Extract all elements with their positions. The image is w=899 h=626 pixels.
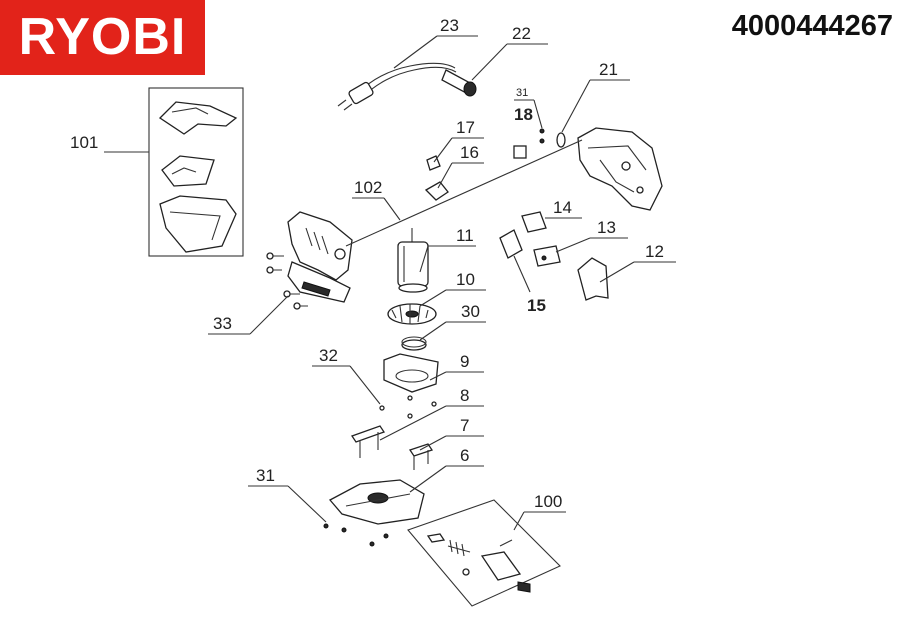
part-8-spring-pad xyxy=(350,425,386,458)
part-33-screws xyxy=(266,252,308,310)
part-30-bearing xyxy=(401,336,427,351)
part-21-housing-half xyxy=(556,127,663,211)
callout-21: 21 xyxy=(599,60,618,79)
part-number: 4000444267 xyxy=(731,10,893,42)
callout-18: 18 xyxy=(514,105,533,124)
callout-8: 8 xyxy=(460,386,469,405)
callout-17: 17 xyxy=(456,118,475,137)
callout-15: 15 xyxy=(527,296,546,315)
brand-name: RYOBI xyxy=(18,8,187,66)
part-6-sanding-pad xyxy=(323,479,425,547)
part-18-switch-plate xyxy=(513,128,545,159)
callout-102: 102 xyxy=(354,178,382,197)
callout-23: 23 xyxy=(440,16,459,35)
callout-11: 11 xyxy=(456,226,474,245)
part-22-cord-sleeve xyxy=(441,69,477,97)
callout-16: 16 xyxy=(460,143,479,162)
callout-101: 101 xyxy=(70,133,98,152)
part-13-switch-holder xyxy=(533,245,561,267)
part-101-dust-box-kit xyxy=(148,87,244,257)
part-100-clamp-kit xyxy=(407,499,561,607)
callout-32: 32 xyxy=(319,346,338,365)
callout-14: 14 xyxy=(553,198,572,217)
callout-9: 9 xyxy=(460,352,469,371)
callout-31-bottom: 31 xyxy=(256,466,275,485)
part-23-power-cord xyxy=(337,62,457,111)
part-12-cover xyxy=(577,257,609,301)
callout-31-top: 31 xyxy=(516,87,528,99)
part-15-switch-housing xyxy=(499,229,523,259)
callout-33: 33 xyxy=(213,314,232,333)
callout-12: 12 xyxy=(645,242,664,261)
leader-lines xyxy=(104,35,676,531)
part-16-switch-button xyxy=(424,181,449,201)
callout-labels: 23 22 21 31 18 17 16 101 102 11 14 13 12… xyxy=(70,16,664,511)
part-10-fan xyxy=(387,303,437,325)
part-11-motor xyxy=(397,228,429,293)
ryobi-logo: RYOBI xyxy=(0,0,205,75)
callout-100: 100 xyxy=(534,492,562,511)
callout-13: 13 xyxy=(597,218,616,237)
part-17-switch xyxy=(426,155,441,171)
callout-6: 6 xyxy=(460,446,469,465)
callout-30: 30 xyxy=(461,302,480,321)
callout-22: 22 xyxy=(512,24,531,43)
part-9-base-plate xyxy=(379,353,439,419)
callout-7: 7 xyxy=(460,416,469,435)
part-7-spring-pad xyxy=(408,443,434,470)
part-102-main-housing xyxy=(287,211,353,303)
callout-10: 10 xyxy=(456,270,475,289)
part-14-switch-contact xyxy=(521,211,547,233)
